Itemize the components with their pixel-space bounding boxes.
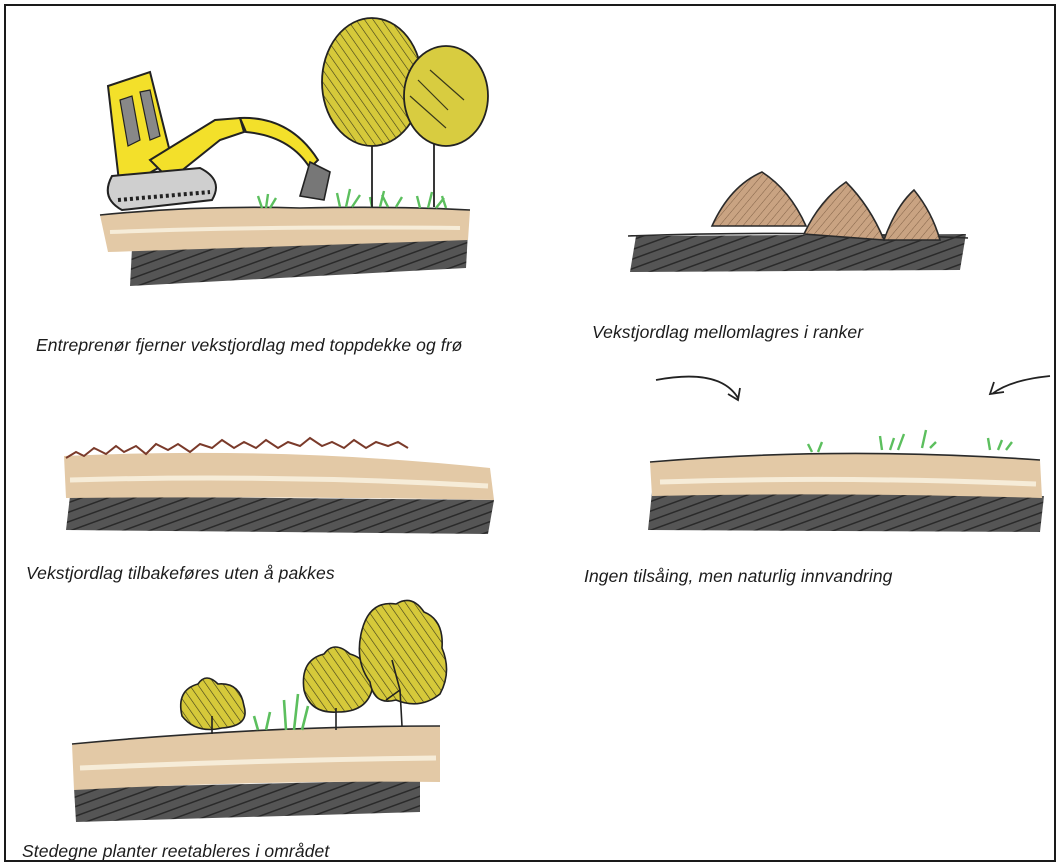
panel-storage [628, 172, 968, 272]
caption-storage: Vekstjordlag mellomlagres i ranker [592, 322, 863, 343]
panel-natural [648, 376, 1050, 532]
soil-pile [712, 172, 806, 226]
topsoil-layer [650, 453, 1042, 498]
caption-return: Vekstjordlag tilbakeføres uten å pakkes [26, 563, 335, 584]
grass-tufts [254, 694, 308, 730]
shrub [181, 678, 245, 734]
seed-arrow [990, 376, 1050, 394]
caption-reestablish: Stedegne planter reetableres i området [22, 841, 329, 862]
seed-arrow [656, 377, 740, 400]
caption-natural: Ingen tilsåing, men naturlig innvandring [584, 566, 893, 587]
subsoil-layer [648, 492, 1044, 532]
tree [404, 46, 488, 207]
caption-excavation: Entreprenør fjerner vekstjordlag med top… [36, 335, 462, 356]
panel-excavation [100, 18, 488, 286]
soil-pile [804, 182, 884, 240]
young-tree [359, 600, 446, 726]
seedlings [808, 430, 1012, 452]
panel-reestablish [72, 600, 447, 822]
grass-tufts [258, 189, 446, 208]
soil-pile [884, 190, 940, 240]
subsoil-layer [66, 496, 494, 534]
excavator-icon [108, 72, 330, 210]
panel-return [64, 438, 494, 534]
